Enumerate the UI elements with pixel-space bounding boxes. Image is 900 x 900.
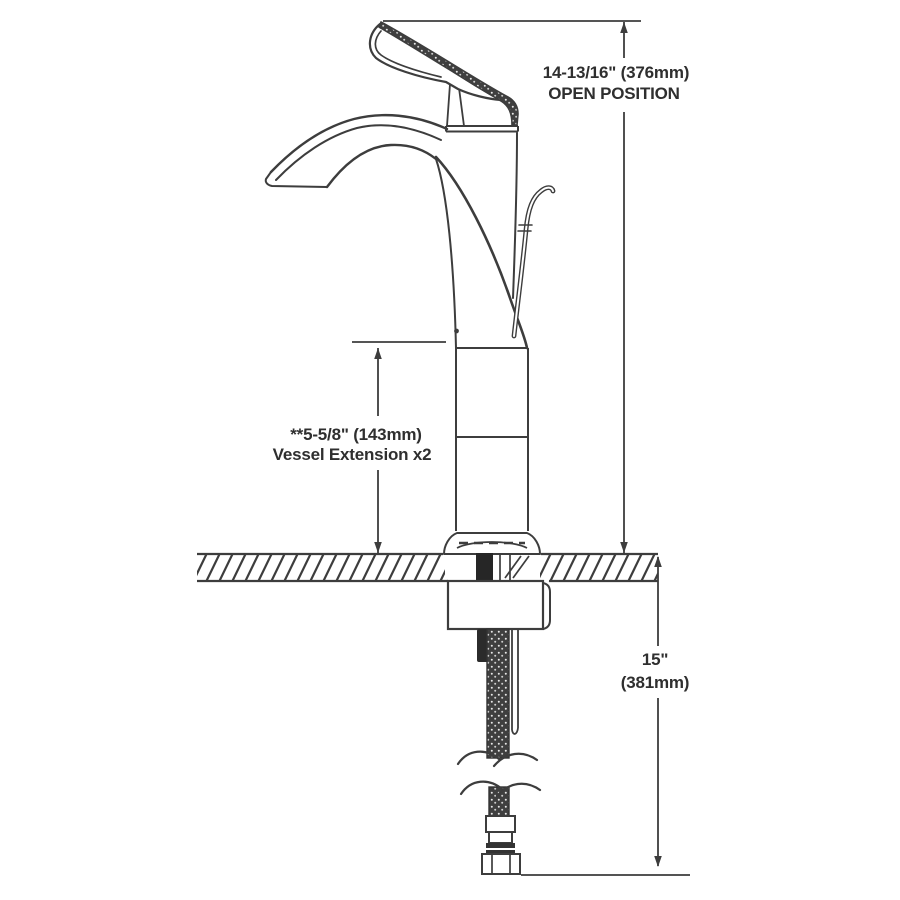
arrow-down-icon [374,542,382,553]
faucet-shank [476,553,493,580]
vessel-extension-value: **5-5/8" (143mm) [290,425,421,444]
open-position-caption: OPEN POSITION [548,84,680,103]
break-lines [456,750,542,798]
lift-rod [511,185,556,339]
faucet-handle [368,21,519,127]
handle-cap [445,125,519,133]
arrow-up-icon [620,22,628,33]
open-position-value: 14-13/16" (376mm) [543,63,689,82]
vessel-extension-caption: Vessel Extension x2 [273,445,432,464]
arrow-down-icon [620,542,628,553]
body-column [454,328,529,531]
base-flange [443,532,541,555]
dimension-vessel-extension: **5-5/8" (143mm) Vessel Extension x2 [273,341,446,553]
supply-hose [477,628,519,818]
lift-rod-lower [511,630,519,735]
mounting-nut [446,579,551,631]
dimension-open-position: 14-13/16" (376mm) OPEN POSITION [383,20,689,553]
mounting-deck [197,552,658,583]
supply-length-caption: (381mm) [621,673,690,692]
faucet-spout [264,113,529,350]
hose-end-fitting [481,815,521,875]
dimension-supply-length: 15" (381mm) [521,556,690,876]
supply-length-value: 15" [642,650,668,669]
arrow-up-icon [374,348,382,359]
arrow-up-icon [654,556,662,567]
arrow-down-icon [654,856,662,867]
